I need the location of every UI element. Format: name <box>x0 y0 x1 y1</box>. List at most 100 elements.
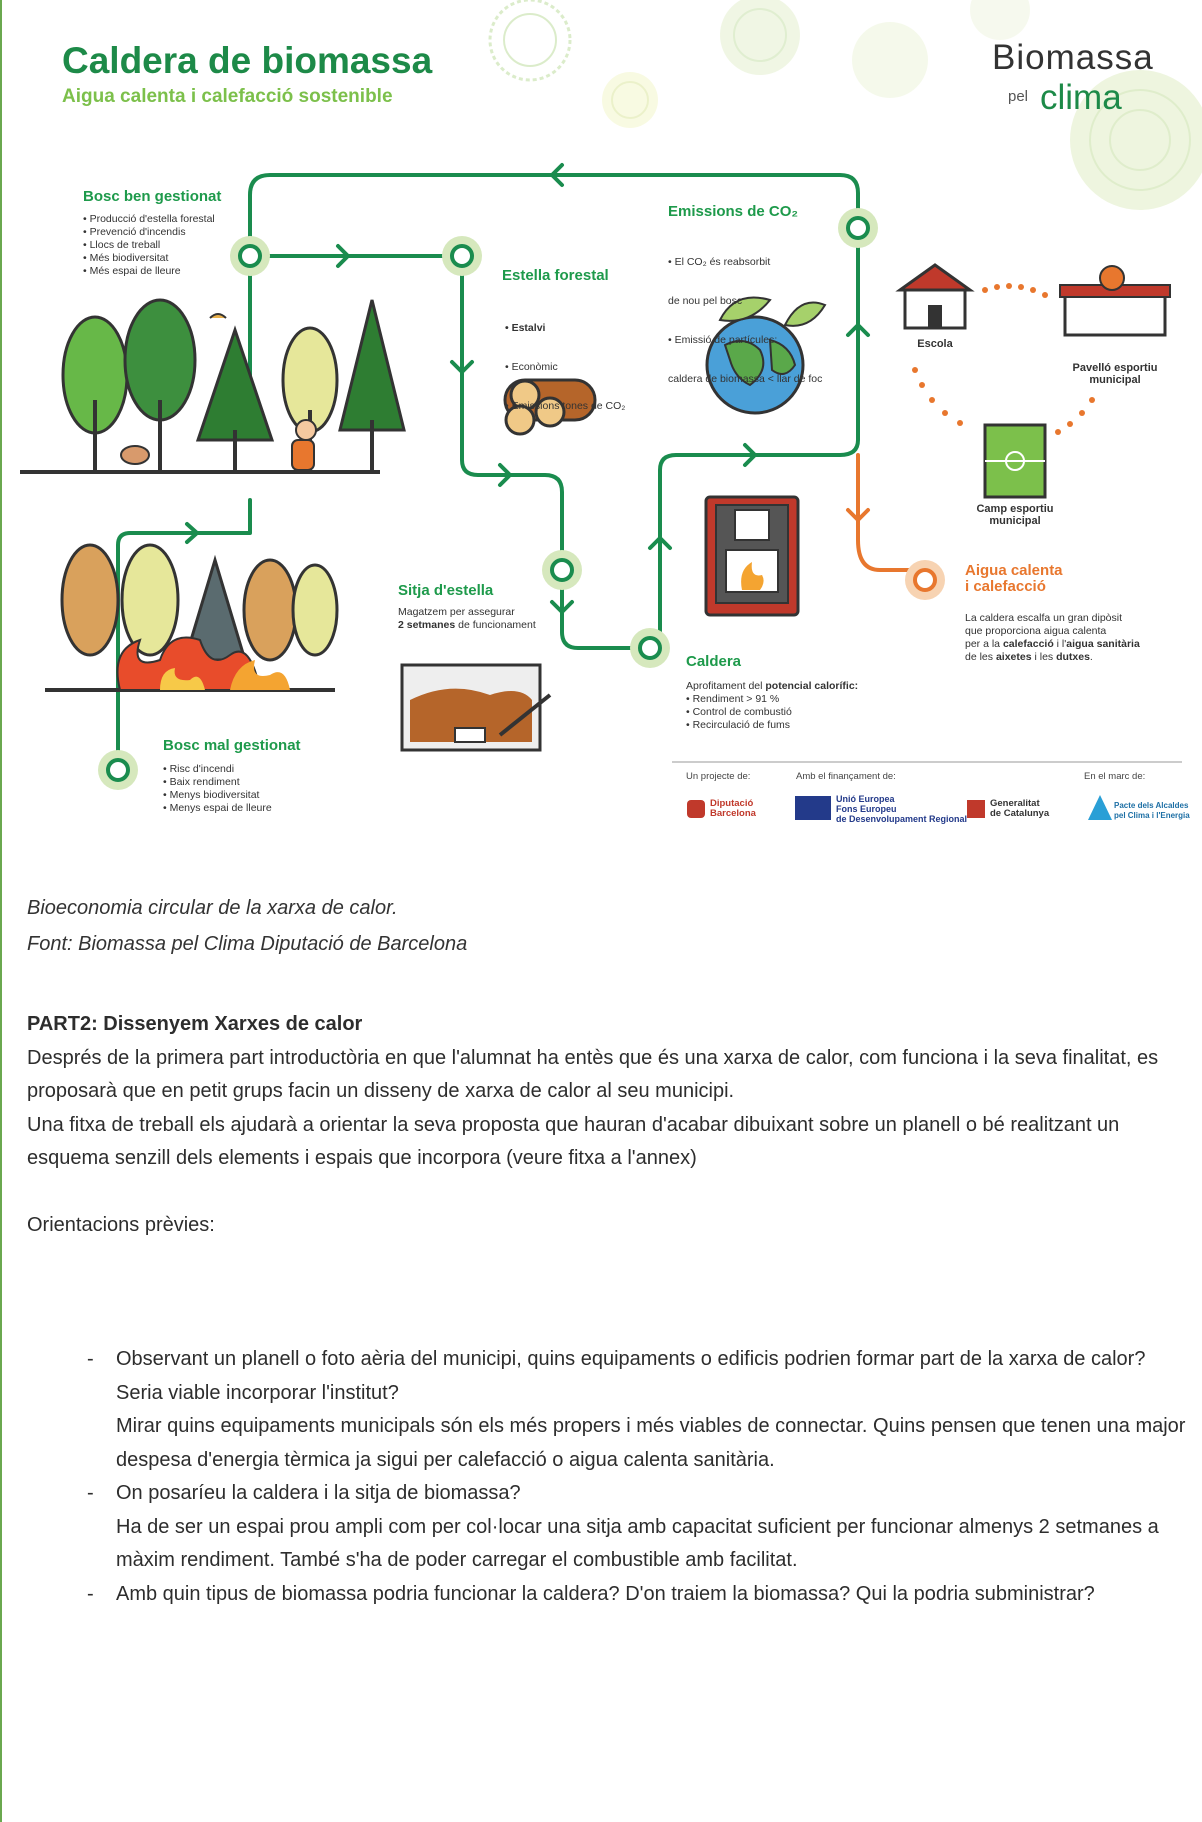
list-item: - Observant un planell o foto aèria del … <box>87 1343 1187 1477</box>
emissions-title: Emissions de CO₂ <box>668 203 799 220</box>
camp-label: Camp esportiu municipal <box>955 503 1075 527</box>
diputacio-logo-text: Diputació Barcelona <box>710 799 756 819</box>
list-item: • Més espai de lleure <box>83 265 181 277</box>
label-line: Camp esportiu <box>976 503 1054 515</box>
footer-marc-label: En el marc de: <box>1084 771 1146 782</box>
poster-title: Caldera de biomassa <box>62 40 433 81</box>
pavello-label: Pavelló esportiu municipal <box>1050 362 1180 386</box>
caldera-list: Aprofitament del potencial calorífic: • … <box>686 680 858 732</box>
text-part: de les <box>965 651 996 663</box>
title-line: Aigua calenta <box>965 562 1063 579</box>
burning-forest-illustration <box>45 543 339 692</box>
dash-bullet: - <box>87 1582 94 1605</box>
label-line: municipal <box>1089 374 1141 386</box>
footer-financament-label: Amb el finançament de: <box>796 771 896 782</box>
list-item: • Econòmic <box>505 361 558 373</box>
part2-heading: PART2: Dissenyem Xarxes de calor <box>27 1013 363 1035</box>
list-item: • Emissió de partícules: <box>668 334 778 346</box>
list-item: • Emissions tones de CO₂ <box>505 400 626 412</box>
bold-text: potencial calorífic: <box>765 680 859 692</box>
estella-title: Estella forestal <box>502 267 609 284</box>
brand-small: pel <box>1008 88 1029 105</box>
logo-line: Pacte dels Alcaldes <box>1114 801 1189 810</box>
bullet-question: Observant un planell o foto aèria del mu… <box>116 1348 1146 1404</box>
text-line: Aprofitament del potencial calorífic: <box>686 680 858 693</box>
logo-line: de Desenvolupament Regional <box>836 814 968 824</box>
lead-text: Aprofitament del <box>686 680 766 692</box>
wood-logs-illustration <box>503 378 597 436</box>
silo-illustration <box>400 663 552 752</box>
healthy-forest-illustration <box>20 298 406 474</box>
logo-line: Diputació <box>710 798 754 809</box>
text-line: que proporciona aigua calenta <box>965 625 1107 637</box>
aigua-text: La caldera escalfa un gran dipòsit que p… <box>965 612 1140 664</box>
bullet-detail: Ha de ser un espai prou ampli com per co… <box>116 1515 1159 1572</box>
sitja-text: Magatzem per assegurar 2 setmanes de fun… <box>398 606 536 632</box>
bold-text: aigua sanitària <box>1066 638 1140 650</box>
generalitat-logo-text: Generalitat de Catalunya <box>990 799 1049 819</box>
flow-nodes <box>98 208 945 790</box>
list-item: • Risc d'incendi <box>163 763 235 775</box>
bold-text: calefacció <box>1002 638 1054 650</box>
pacte-logo-text: Pacte dels Alcaldes pel Clima i l'Energi… <box>1114 801 1190 821</box>
footer-logos <box>687 795 1112 820</box>
brand-line1: Biomassa <box>992 38 1154 77</box>
figure-caption-line2: Font: Biomassa pel Clima Diputació de Ba… <box>27 933 468 955</box>
orientacions-list: - Observant un planell o foto aèria del … <box>87 1343 1187 1611</box>
text-part: i les <box>1031 651 1057 663</box>
sitja-title: Sitja d'estella <box>398 582 494 599</box>
list-item: de nou pel bosc <box>668 295 743 307</box>
ue-logo-text: Unió Europea Fons Europeu de Desenvolupa… <box>836 794 967 824</box>
pacte-logo <box>1088 795 1112 820</box>
bosc-mal-title: Bosc mal gestionat <box>163 737 301 754</box>
list-item: • Baix rendiment <box>163 776 240 788</box>
generalitat-logo <box>967 800 985 818</box>
part2-paragraph-2: Una fitxa de treball els ajudarà a orien… <box>27 1113 1120 1170</box>
text-line: Magatzem per assegurar <box>398 606 515 618</box>
poster-graphics <box>20 0 1202 820</box>
bold-text: 2 setmanes <box>398 619 456 631</box>
bold-text: dutxes <box>1056 651 1090 663</box>
page-left-border <box>0 0 2 1822</box>
bosc-ben-title: Bosc ben gestionat <box>83 188 222 205</box>
list-item: • Més biodiversitat <box>83 252 169 264</box>
text-part: per a la <box>965 638 1003 650</box>
text-part: i l' <box>1053 638 1067 650</box>
dash-bullet: - <box>87 1482 94 1504</box>
caldera-title: Caldera <box>686 653 742 670</box>
label-line: Pavelló esportiu <box>1072 362 1158 374</box>
logo-line: Unió Europea <box>836 794 895 804</box>
label-line: municipal <box>989 515 1041 527</box>
bullet-detail: Mirar quins equipaments municipals són e… <box>116 1415 1186 1471</box>
part2-section: PART2: Dissenyem Xarxes de calor Després… <box>27 1008 1187 1242</box>
title-line: i calefacció <box>965 578 1046 595</box>
text-part: . <box>1089 651 1093 663</box>
logo-line: de Catalunya <box>990 808 1050 819</box>
text-line: de les aixetes i les dutxes. <box>965 651 1140 664</box>
eu-flag-logo <box>795 796 831 820</box>
list-item: - Amb quin tipus de biomassa podria func… <box>87 1578 1187 1612</box>
text-line: per a la calefacció i l'aigua sanitària <box>965 638 1140 651</box>
flow-paths <box>116 173 860 772</box>
logo-line: Generalitat <box>990 798 1040 809</box>
figure-caption-line1: Bioeconomia circular de la xarxa de calo… <box>27 897 398 919</box>
footer-projecte-label: Un projecte de: <box>686 771 751 782</box>
orange-hot-water-path <box>856 453 927 572</box>
list-item: • Menys biodiversitat <box>163 789 260 801</box>
list-item: • Control de combustió <box>686 706 792 718</box>
dotted-connections <box>912 283 1095 435</box>
text-rest: de funcionament <box>455 619 536 631</box>
dash-bullet: - <box>87 1348 94 1370</box>
list-item: - On posaríeu la caldera i la sitja de b… <box>87 1477 1187 1578</box>
list-item: • El CO₂ és reabsorbit <box>668 256 771 268</box>
text-line: 2 setmanes de funcionament <box>398 619 536 632</box>
brand-big: clima <box>1040 78 1122 117</box>
bullet-question: Amb quin tipus de biomassa podria funcio… <box>116 1582 1095 1605</box>
flow-arrows <box>185 163 870 614</box>
aigua-title: Aigua calenta i calefacció <box>965 563 1063 595</box>
orientacions-heading: Orientacions prèvies: <box>27 1213 215 1236</box>
logo-line: Barcelona <box>710 808 756 819</box>
logo-line: Fons Europeu <box>836 804 897 814</box>
list-item: caldera de biomassa < llar de foc <box>668 373 823 385</box>
poster-subtitle: Aigua calenta i calefacció sostenible <box>62 86 393 107</box>
